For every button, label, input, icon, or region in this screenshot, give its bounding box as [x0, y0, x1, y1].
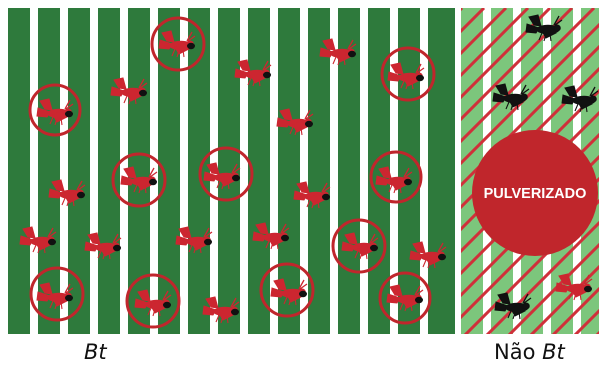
moth-head-mark [415, 297, 423, 303]
bt-crop-row [428, 8, 455, 334]
moth-head-mark [139, 90, 147, 96]
moth-head-mark [281, 235, 289, 241]
sprayed-badge-label: PULVERIZADO [484, 186, 587, 202]
moth-head-mark [149, 179, 157, 185]
moth-head-mark [163, 302, 171, 308]
moth-head-mark [263, 72, 271, 78]
bt-crop-row [8, 8, 30, 334]
moth-head-mark [187, 43, 195, 49]
moth-head-mark [299, 291, 307, 297]
moth-head-mark [232, 175, 240, 181]
bt-crop-row [68, 8, 90, 334]
non-bt-caption: Não Bt [494, 340, 565, 364]
moth-head-mark [77, 192, 85, 198]
non-bt-caption-prefix: Não [494, 340, 542, 364]
sprayed-badge: PULVERIZADO [472, 130, 598, 256]
moth-head-mark [416, 75, 424, 81]
bt-caption: Bt [84, 340, 107, 364]
moth-head-mark [584, 286, 592, 292]
moth-head-mark [231, 309, 239, 315]
moth-head-mark [438, 254, 446, 260]
moth-head-mark [48, 239, 56, 245]
moth-head-mark [322, 194, 330, 200]
moth-head-mark [204, 239, 212, 245]
bt-caption-text: Bt [84, 340, 107, 364]
moth-head-mark [305, 121, 313, 127]
moth-head-mark [65, 111, 73, 117]
non-bt-caption-bt: Bt [542, 340, 565, 364]
moth-head-mark [404, 179, 412, 185]
moth-head-mark [113, 245, 121, 251]
bt-crop-row [98, 8, 120, 334]
moth-head-mark [65, 295, 73, 301]
moth-head-mark [348, 51, 356, 57]
moth-head-mark [370, 245, 378, 251]
bt-crop-row [398, 8, 420, 334]
